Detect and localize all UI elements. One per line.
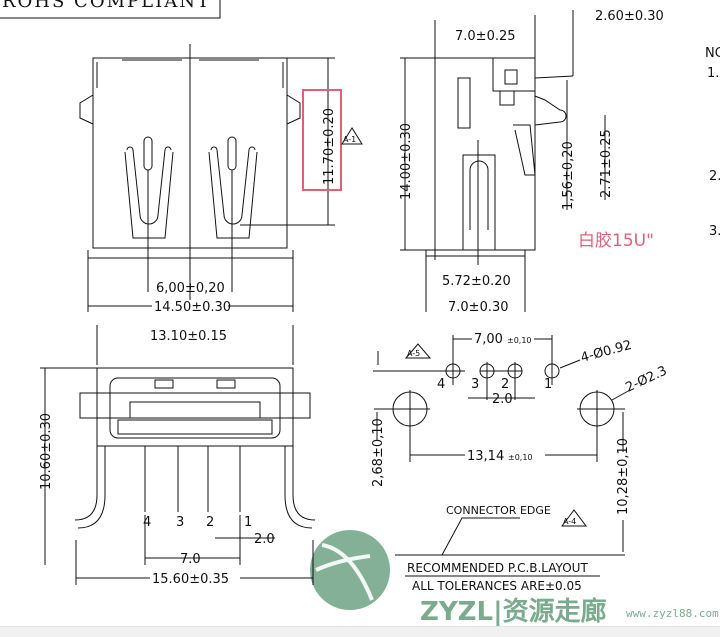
tolerance-note: ALL TOLERANCES ARE±0.05 — [412, 579, 582, 593]
hole-spacing: 13,14 — [467, 449, 504, 464]
pcb-layout-title: RECOMMENDED P.C.B.LAYOUT — [407, 561, 588, 575]
connector-edge-label: CONNECTOR EDGE — [446, 504, 551, 517]
watermark-logo — [310, 530, 390, 610]
dim-right: 10,28±0,10 — [616, 438, 631, 515]
socket-view: 13.10±0.15 4 3 2 1 2.0 7.0 15.60±0.35 10… — [39, 325, 316, 587]
hole-spacing-tol: ±0,10 — [508, 453, 533, 462]
hole-large-label: 2-Ø2.3 — [623, 363, 669, 395]
rohs-box: ROHS COMPLIANT — [0, 0, 221, 19]
pitch-dim: 6,00±0,20 — [156, 281, 225, 296]
pin-label-3: 3 — [176, 515, 184, 530]
mark-a1: A-1 — [343, 135, 356, 144]
note-2: 2. — [709, 169, 720, 184]
notes: NO 1. 2. 3. — [705, 46, 720, 239]
watermark-brand: ZYZL|资源走廊 — [420, 596, 607, 627]
side-view: 7.0±0.25 2.60±0.30 14.00±0.30 1,56±0,20 … — [399, 9, 664, 315]
glue-annotation: 白胶15U" — [578, 231, 654, 251]
socket-span: 7.0 — [180, 552, 201, 567]
pcb-pitch: 2.0 — [492, 392, 513, 407]
socket-height-dim: 10.60±0.30 — [39, 413, 54, 490]
pin-span: 7,00 — [474, 332, 503, 347]
front-view: 11.70±0.20 A-1 6,00±0,20 14.50±0.30 — [79, 44, 363, 315]
socket-top-dim: 13.10±0.15 — [150, 329, 227, 344]
pin-span-tol: ±0,10 — [507, 336, 532, 345]
dim-a: 1,56±0,20 — [561, 141, 576, 210]
note-1: 1. — [707, 66, 719, 81]
pin-holes — [445, 362, 560, 400]
side-bottom-dim: 7.0±0.30 — [448, 300, 509, 315]
bottom-bar — [0, 626, 720, 637]
socket-pitch: 2.0 — [254, 532, 275, 547]
highlight-box — [302, 89, 342, 191]
hole-small-label: 4-Ø0.92 — [579, 338, 633, 366]
mark-a5: A-5 — [407, 349, 420, 358]
side-top-dim: 7.0±0.25 — [455, 29, 516, 44]
side-height-dim: 14.00±0.30 — [399, 123, 414, 200]
pcb-pin-1: 1 — [544, 377, 552, 392]
dim-b: 2.71±0.25 — [599, 129, 614, 198]
pin-label-2: 2 — [206, 515, 214, 530]
socket-width-dim: 15.60±0.35 — [152, 572, 229, 587]
note-3: 3. — [709, 224, 720, 239]
dim-left: 2,68±0,10 — [371, 418, 386, 487]
height-dim: 11.70±0.20 — [322, 108, 337, 185]
pcb-layout: A-5 7,00 ±0,10 4 3 2 1 2.0 4-Ø0.92 2-Ø2.… — [371, 330, 669, 593]
notes-title: NO — [705, 46, 720, 61]
pin-label-4: 4 — [143, 515, 151, 530]
pin-label-1: 1 — [244, 515, 252, 530]
rohs-label: ROHS COMPLIANT — [2, 0, 211, 12]
width-dim: 14.50±0.30 — [154, 300, 231, 315]
mark-a4: A-4 — [563, 517, 576, 526]
watermark-url: www.zyzl88.com — [626, 607, 719, 620]
watermark: ZYZL|资源走廊 www.zyzl88.com — [310, 530, 719, 627]
offset-dim: 2.60±0.30 — [595, 9, 664, 24]
pcb-pin-4: 4 — [437, 377, 445, 392]
pcb-pin-3: 3 — [471, 377, 479, 392]
inner-dim: 5.72±0.20 — [442, 274, 511, 289]
pcb-pin-2: 2 — [501, 377, 509, 392]
